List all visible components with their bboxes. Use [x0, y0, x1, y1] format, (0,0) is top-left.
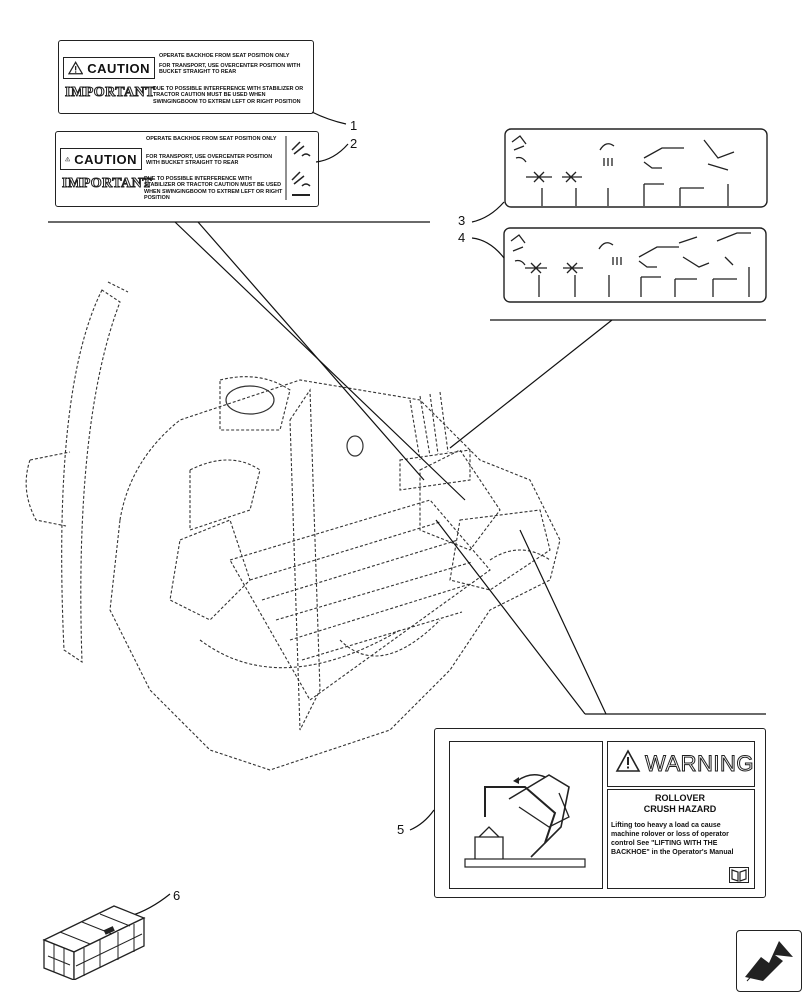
decal-5-warning-label: WARNING ROLLOVER CRUSH HAZARD Lifting to… [434, 728, 766, 898]
decal-1-important: IMPORTANT [64, 85, 156, 101]
decal-4-control-pattern [503, 227, 767, 303]
warning-header: WARNING [644, 751, 755, 777]
caution-word: CAUTION [74, 151, 137, 167]
next-page-arrow-icon [745, 941, 793, 982]
kit-crate-icon [42, 905, 146, 980]
next-page-button[interactable] [736, 930, 802, 992]
decal-1-line-a: OPERATE BACKHOE FROM SEAT POSITION ONLY [159, 53, 290, 59]
caution-box: CAUTION [60, 148, 142, 170]
warning-triangle-icon [65, 156, 71, 162]
decal-2-important: IMPORTANT [61, 176, 153, 192]
decal-1-line-b: FOR TRANSPORT, USE OVERCENTER POSITION W… [159, 63, 301, 76]
decal-1-important-text: DUE TO POSSIBLE INTERFERENCE WITH STABIL… [153, 86, 304, 105]
decal-3-control-pattern [504, 128, 768, 208]
callout-4: 4 [458, 230, 466, 245]
warning-triangle-icon [68, 61, 84, 75]
callout-6: 6 [173, 888, 181, 903]
decal-2-line-b: FOR TRANSPORT, USE OVERCENTER POSITION W… [146, 154, 273, 167]
caution-word: CAUTION [87, 60, 150, 76]
warning-message-panel [607, 789, 755, 889]
warning-header-panel [607, 741, 755, 787]
control-pictogram-icon [285, 136, 311, 200]
callout-5: 5 [397, 822, 405, 837]
decal-2-important-text: DUE TO POSSIBLE INTERFERENCE WITH STABIL… [144, 176, 283, 202]
warning-subheader-2: CRUSH HAZARD [643, 804, 717, 814]
rollover-pictogram-icon [464, 774, 586, 868]
operator-manual-icon [729, 867, 749, 883]
rollover-pictogram-panel [449, 741, 603, 889]
callout-2: 2 [350, 136, 358, 151]
decal-2-caution-label: CAUTION OPERATE BACKHOE FROM SEAT POSITI… [55, 131, 319, 207]
caution-box: CAUTION [63, 57, 155, 79]
decal-2-line-a: OPERATE BACKHOE FROM SEAT POSITION ONLY [146, 136, 277, 142]
warning-triangle-icon [615, 749, 641, 772]
warning-subheader-1: ROLLOVER [654, 793, 705, 803]
warning-body-text: Lifting too heavy a load ca cause machin… [611, 822, 734, 856]
callout-3: 3 [458, 213, 466, 228]
decal-1-caution-label: CAUTION OPERATE BACKHOE FROM SEAT POSITI… [58, 40, 314, 114]
callout-1: 1 [350, 118, 358, 133]
